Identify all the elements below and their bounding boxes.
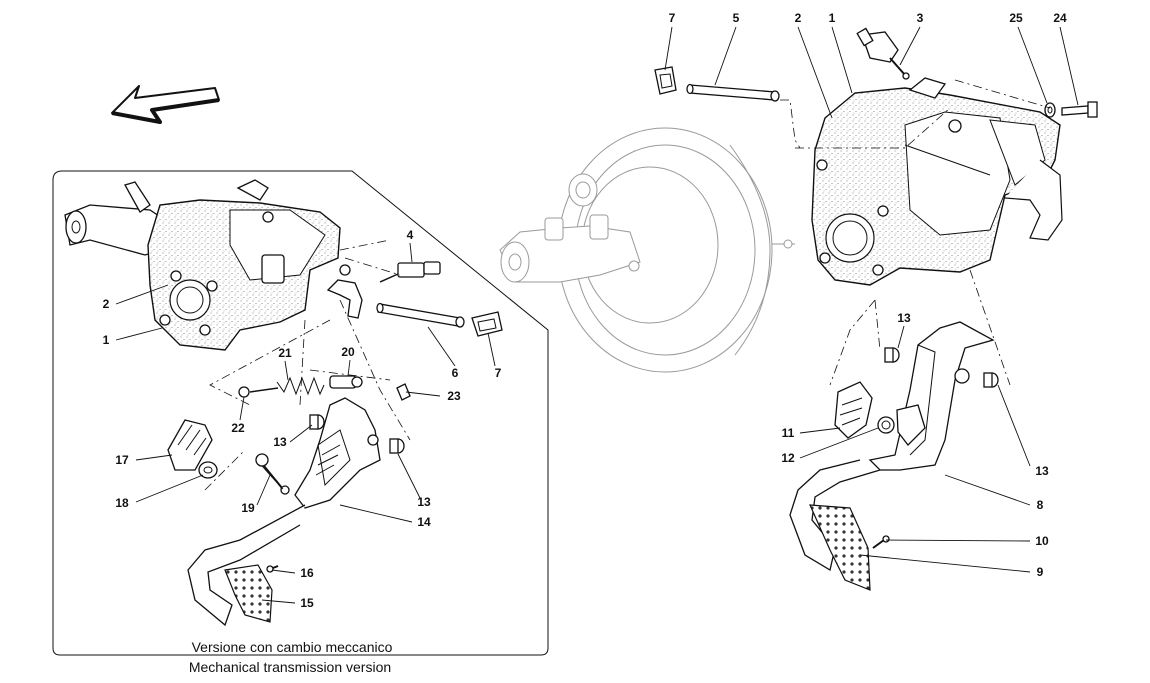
inset-pivot-pin xyxy=(376,302,465,328)
callout-16: 16 xyxy=(300,566,314,580)
callout-18: 18 xyxy=(115,496,129,510)
callout-3: 3 xyxy=(917,11,924,25)
callout-11: 11 xyxy=(782,426,795,440)
inset-bush xyxy=(309,414,405,454)
pad-screw xyxy=(266,565,279,573)
clutch-bracket xyxy=(326,279,363,319)
callout-7: 7 xyxy=(495,366,502,380)
callout-8: 8 xyxy=(1037,498,1044,512)
return-spring xyxy=(834,381,873,439)
pedal-box-housing xyxy=(811,77,1063,286)
screw xyxy=(872,535,890,549)
callout-13: 13 xyxy=(897,311,911,325)
spring-guide xyxy=(329,375,363,389)
callout-12: 12 xyxy=(781,451,795,465)
callout-13: 13 xyxy=(1035,464,1049,478)
callout-15: 15 xyxy=(300,596,314,610)
callouts-inset: 4 2 1 21 20 6 7 22 23 13 17 18 19 13 14 … xyxy=(103,228,502,610)
callout-1: 1 xyxy=(829,11,836,25)
bush xyxy=(884,347,999,388)
stop-bush xyxy=(198,461,218,479)
inset-pedal-box-housing xyxy=(147,179,351,351)
pedal-stop xyxy=(167,419,213,471)
callout-14: 14 xyxy=(417,515,431,529)
callout-22: 22 xyxy=(231,421,245,435)
inset-frame xyxy=(52,170,549,656)
callout-5: 5 xyxy=(733,11,740,25)
caption-line-2: Mechanical transmission version xyxy=(189,659,391,675)
brake-booster xyxy=(499,127,795,373)
bolt xyxy=(1061,101,1098,118)
callout-2: 2 xyxy=(103,297,110,311)
clutch-switch xyxy=(379,261,441,283)
inset-retaining-clip xyxy=(471,311,503,337)
assist-spring xyxy=(238,376,325,398)
spring-clip xyxy=(396,383,411,401)
clutch-master-cylinder xyxy=(64,181,169,256)
washer xyxy=(1044,102,1056,118)
leader-lines xyxy=(115,26,1079,604)
callout-25: 25 xyxy=(1009,11,1023,25)
callout-4: 4 xyxy=(407,228,414,242)
pedal-switch xyxy=(856,27,910,80)
callout-19: 19 xyxy=(241,501,255,515)
callout-6: 6 xyxy=(452,366,459,380)
callout-7: 7 xyxy=(669,11,676,25)
pedal-bolt xyxy=(255,453,290,495)
direction-arrow-icon xyxy=(111,85,220,124)
callout-21: 21 xyxy=(278,346,292,360)
caption-line-1: Versione con cambio meccanico xyxy=(192,639,393,655)
retaining-clip xyxy=(654,66,677,95)
callout-1: 1 xyxy=(103,333,110,347)
callout-10: 10 xyxy=(1035,534,1049,548)
pedal-cam xyxy=(877,404,926,446)
callout-13: 13 xyxy=(417,495,431,509)
callouts-main: 7 5 2 1 3 25 24 13 11 12 13 8 10 9 xyxy=(669,11,1067,579)
callout-23: 23 xyxy=(447,389,461,403)
callout-13: 13 xyxy=(273,435,287,449)
callout-24: 24 xyxy=(1053,11,1067,25)
callout-17: 17 xyxy=(115,453,129,467)
callout-2: 2 xyxy=(795,11,802,25)
callout-9: 9 xyxy=(1037,565,1044,579)
callout-20: 20 xyxy=(341,345,355,359)
clutch-pedal xyxy=(187,397,381,627)
pivot-pin xyxy=(686,83,780,102)
